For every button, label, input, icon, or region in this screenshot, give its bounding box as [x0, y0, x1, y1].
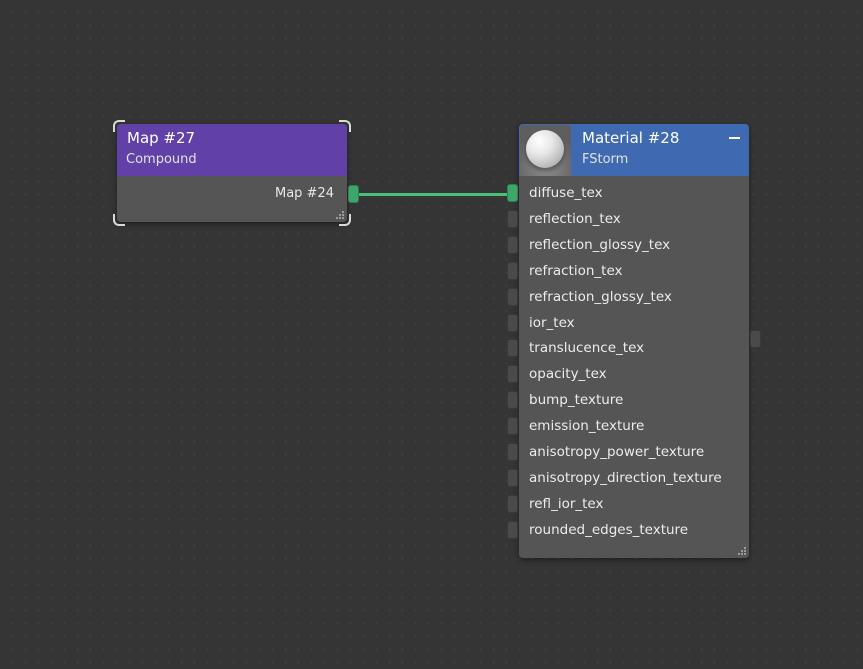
material-input-list: diffuse_tex reflection_tex reflection_glos… — [507, 176, 749, 558]
resize-grip-icon[interactable] — [737, 546, 746, 555]
material-input-row[interactable]: translucence_tex — [507, 336, 749, 362]
material-input-row[interactable]: reflection_tex — [507, 207, 749, 233]
input-socket[interactable] — [507, 365, 518, 384]
material-input-row[interactable]: reflection_glossy_tex — [507, 233, 749, 259]
minus-icon[interactable] — [729, 137, 740, 139]
input-socket[interactable] — [507, 261, 518, 280]
material-node[interactable]: Material #28 FStorm diffuse_tex reflectio… — [507, 124, 761, 558]
selection-corner — [113, 214, 125, 226]
input-label: opacity_tex — [529, 366, 607, 383]
material-output-socket[interactable] — [750, 330, 761, 348]
material-preview-thumbnail — [520, 125, 571, 176]
material-input-row[interactable]: refl_ior_tex — [507, 492, 749, 518]
material-input-row[interactable]: anisotropy_direction_texture — [507, 466, 749, 492]
input-socket[interactable] — [507, 235, 518, 254]
input-label: bump_texture — [529, 392, 624, 409]
map-node-header[interactable]: Map #27 Compound — [117, 124, 347, 176]
input-label: translucence_tex — [529, 340, 645, 357]
input-socket[interactable] — [507, 287, 518, 306]
input-label: emission_texture — [529, 418, 645, 435]
map-node[interactable]: Map #27 Compound Map #24 — [113, 120, 359, 226]
input-socket[interactable] — [507, 494, 518, 513]
map-output-label: Map #24 — [274, 186, 334, 201]
input-socket[interactable] — [507, 339, 518, 358]
material-input-row[interactable]: diffuse_tex — [507, 181, 749, 207]
input-label: refraction_tex — [529, 262, 623, 279]
input-socket[interactable] — [507, 468, 518, 487]
input-label: reflection_tex — [529, 210, 621, 227]
input-label: anisotropy_direction_texture — [529, 469, 722, 486]
material-input-row[interactable]: emission_texture — [507, 414, 749, 440]
material-input-row[interactable]: rounded_edges_texture — [507, 518, 749, 544]
input-socket[interactable] — [507, 520, 518, 539]
input-label: rounded_edges_texture — [529, 521, 689, 538]
sphere-preview-icon — [526, 130, 564, 168]
material-node-header[interactable]: Material #28 FStorm — [519, 124, 749, 176]
map-node-title: Map #27 — [127, 129, 196, 147]
input-socket[interactable] — [507, 417, 518, 436]
material-node-title: Material #28 — [582, 129, 680, 147]
resize-grip-icon[interactable] — [335, 210, 344, 219]
input-socket[interactable] — [507, 184, 518, 202]
selection-corner — [339, 120, 351, 132]
material-input-row[interactable]: refraction_tex — [507, 259, 749, 285]
selection-corner — [339, 214, 351, 226]
input-socket[interactable] — [507, 209, 518, 228]
material-input-row[interactable]: ior_tex — [507, 311, 749, 337]
material-input-row[interactable]: anisotropy_power_texture — [507, 440, 749, 466]
material-input-row[interactable]: bump_texture — [507, 388, 749, 414]
input-socket[interactable] — [507, 313, 518, 332]
input-socket[interactable] — [507, 443, 518, 461]
map-node-body: Map #24 — [117, 176, 347, 222]
map-output-socket[interactable] — [348, 185, 359, 203]
input-label: ior_tex — [529, 314, 575, 331]
input-socket[interactable] — [507, 391, 518, 410]
input-label: refl_ior_tex — [529, 495, 604, 512]
selection-corner — [113, 120, 125, 132]
material-node-subtitle: FStorm — [582, 152, 629, 167]
input-label: reflection_glossy_tex — [529, 236, 671, 253]
material-input-row[interactable]: refraction_glossy_tex — [507, 285, 749, 311]
input-label: diffuse_tex — [529, 185, 603, 201]
material-input-row[interactable]: opacity_tex — [507, 362, 749, 388]
input-label: anisotropy_power_texture — [529, 444, 705, 460]
input-label: refraction_glossy_tex — [529, 288, 672, 305]
map-node-subtitle: Compound — [126, 152, 197, 167]
